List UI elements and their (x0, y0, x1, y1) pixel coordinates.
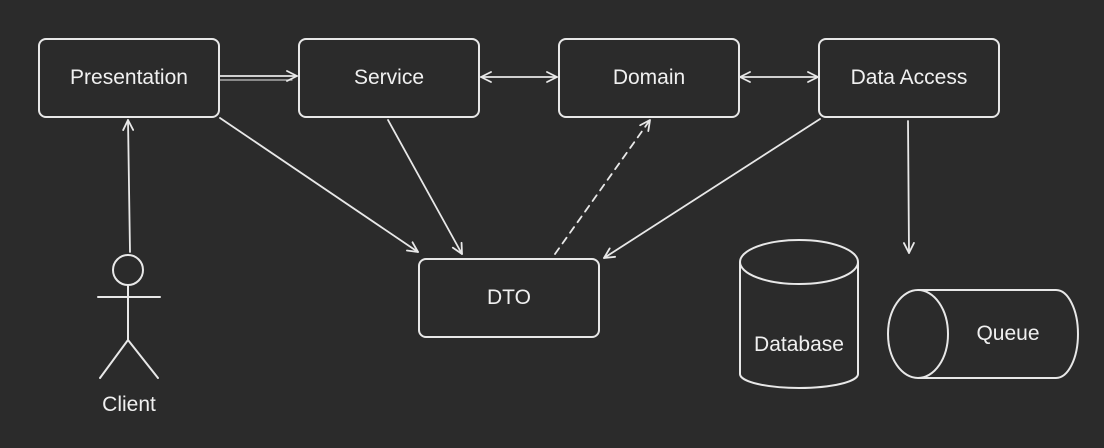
presentation-label: Presentation (70, 66, 188, 89)
edge-client-presentation (122, 119, 135, 253)
edge-dto-domain-dashed (554, 119, 651, 255)
edge-service-dto (387, 119, 463, 255)
edge-presentation-dto (219, 117, 419, 253)
service-node[interactable]: Service (298, 38, 480, 118)
dto-node[interactable]: DTO (418, 258, 600, 338)
queue-cylinder-icon (887, 289, 1079, 379)
data-access-label: Data Access (850, 66, 968, 89)
data-access-node[interactable]: Data Access (818, 38, 1000, 118)
presentation-node[interactable]: Presentation (38, 38, 220, 118)
domain-node[interactable]: Domain (558, 38, 740, 118)
client-label: Client (102, 393, 156, 416)
dto-label: DTO (487, 286, 531, 309)
client-actor-icon (97, 254, 161, 379)
service-label: Service (353, 66, 425, 89)
edge-dataaccess-dto (603, 118, 821, 259)
domain-label: Domain (612, 66, 686, 89)
queue-label: Queue (976, 322, 1040, 345)
database-cylinder-icon (739, 239, 859, 389)
database-label: Database (754, 333, 844, 356)
edge-dataaccess-queue (903, 120, 915, 254)
